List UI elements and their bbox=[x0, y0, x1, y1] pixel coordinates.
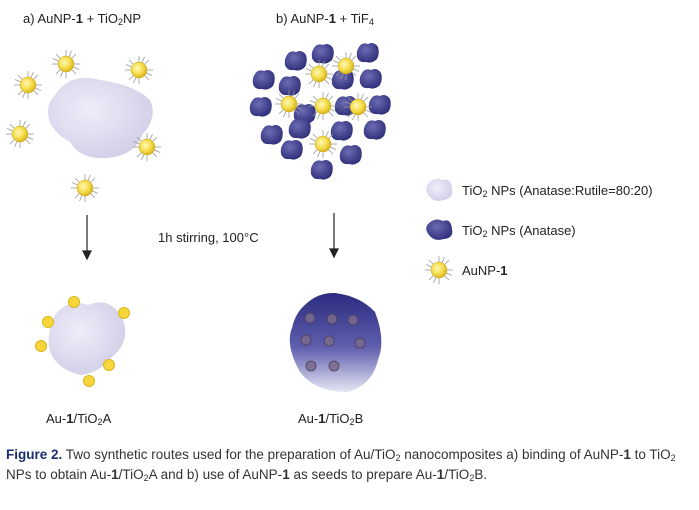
gold-nanoparticle bbox=[124, 55, 154, 85]
legend-item-aunp: AuNP-1 bbox=[462, 263, 508, 278]
panel-a-reactants bbox=[5, 49, 162, 203]
product-au-tio2-a bbox=[35, 296, 130, 387]
panel-b-title: b) AuNP-1 + TiF4 bbox=[276, 11, 374, 27]
product-b-label: Au-1/TiO2B bbox=[298, 411, 364, 427]
panel-b-reactants bbox=[249, 43, 391, 180]
light-tio2-particle-icon bbox=[426, 178, 453, 201]
gold-nanoparticle bbox=[70, 173, 100, 203]
gold-nanoparticle bbox=[132, 132, 162, 162]
gold-nanoparticle bbox=[5, 119, 35, 149]
legend-icons bbox=[424, 178, 454, 285]
product-au-tio2-b bbox=[289, 292, 382, 392]
reaction-arrow-b bbox=[329, 213, 339, 259]
tio2-np-anatase-rutile bbox=[48, 77, 153, 159]
synthesis-scheme bbox=[5, 43, 454, 392]
reaction-condition: 1h stirring, 100°C bbox=[158, 230, 259, 245]
dark-tio2-particle-icon bbox=[426, 219, 453, 240]
figure-caption: Figure 2. Two synthetic routes used for … bbox=[6, 447, 676, 483]
reaction-arrow-a bbox=[82, 215, 92, 261]
legend-item-anatase: TiO2 NPs (Anatase) bbox=[462, 223, 576, 239]
gold-nanoparticle bbox=[13, 70, 43, 100]
gold-nanoparticle bbox=[51, 49, 81, 79]
panel-a-title: a) AuNP-1 + TiO2NP bbox=[23, 11, 142, 27]
legend-item-anatase-rutile: TiO2 NPs (Anatase:Rutile=80:20) bbox=[462, 183, 653, 199]
product-a-label: Au-1/TiO2A bbox=[46, 411, 112, 427]
gold-nanoparticle-icon bbox=[424, 255, 454, 285]
